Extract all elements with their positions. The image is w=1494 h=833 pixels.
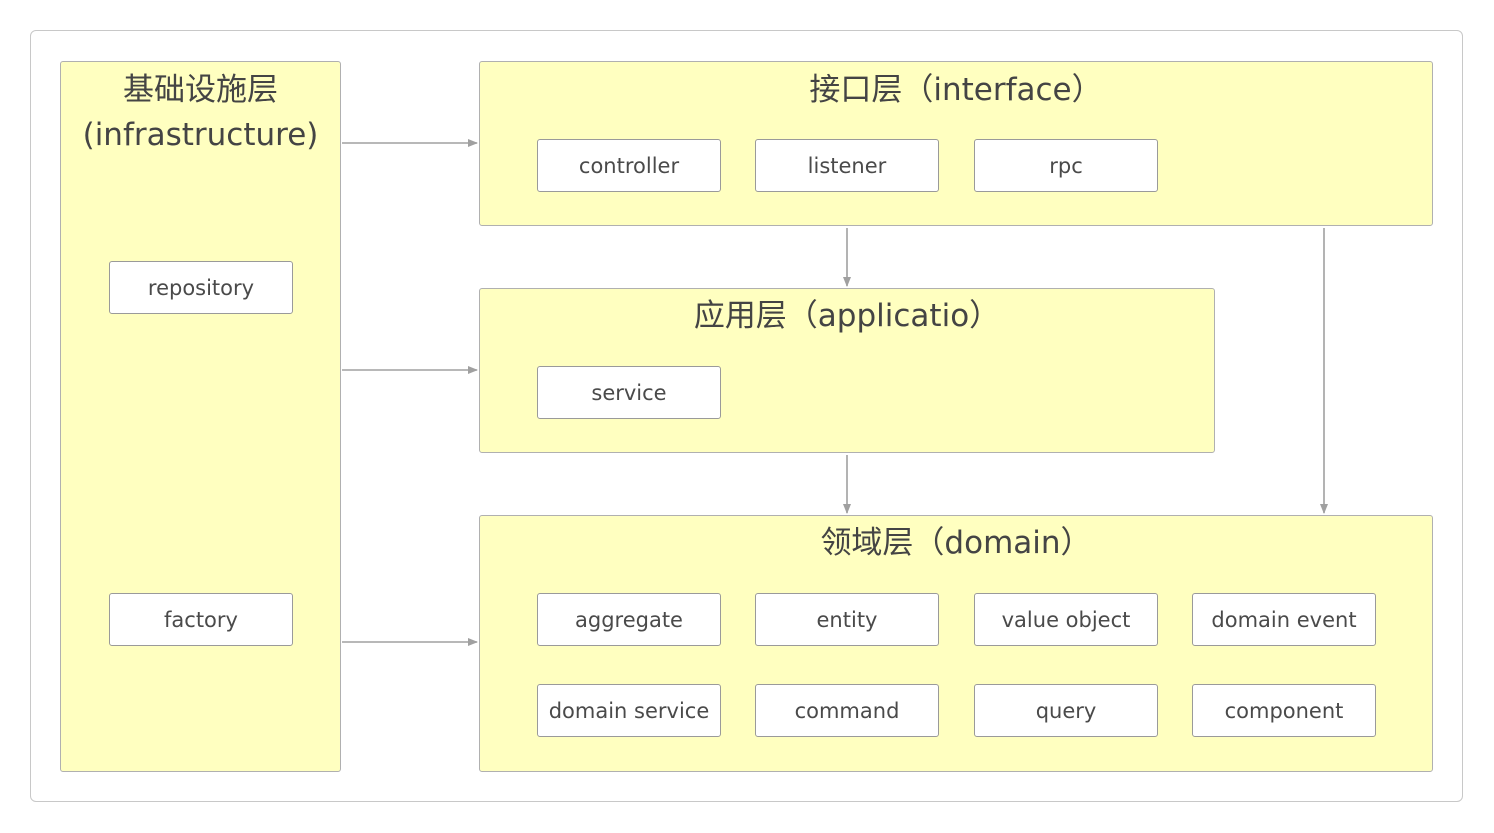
node-service: service xyxy=(537,366,721,419)
node-factory: factory xyxy=(109,593,293,646)
interface-layer: 接口层（interface） controller listener rpc xyxy=(479,61,1433,226)
interface-layer-title: 接口层（interface） xyxy=(809,72,1103,108)
application-layer-title: 应用层（applicatio） xyxy=(693,298,1001,334)
node-aggregate: aggregate xyxy=(537,593,721,646)
node-value-object: value object xyxy=(974,593,1158,646)
node-domain-event: domain event xyxy=(1192,593,1376,646)
node-listener: listener xyxy=(755,139,939,192)
node-controller: controller xyxy=(537,139,721,192)
node-entity: entity xyxy=(755,593,939,646)
node-repository: repository xyxy=(109,261,293,314)
application-layer: 应用层（applicatio） service xyxy=(479,288,1215,453)
node-query: query xyxy=(974,684,1158,737)
infrastructure-layer: 基础设施层 (infrastructure) repository factor… xyxy=(60,61,341,772)
node-command: command xyxy=(755,684,939,737)
node-rpc: rpc xyxy=(974,139,1158,192)
domain-layer-title: 领域层（domain） xyxy=(820,525,1092,561)
infrastructure-layer-title: 基础设施层 (infrastructure) xyxy=(82,72,319,153)
node-domain-service: domain service xyxy=(537,684,721,737)
domain-layer: 领域层（domain） aggregate entity value objec… xyxy=(479,515,1433,772)
node-component: component xyxy=(1192,684,1376,737)
